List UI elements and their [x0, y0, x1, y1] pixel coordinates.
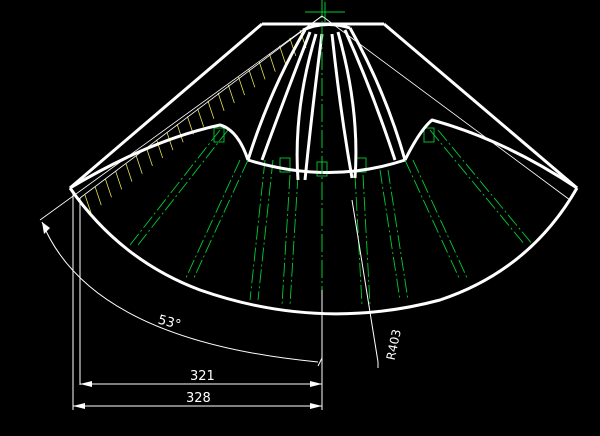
centerline-ray	[129, 129, 221, 246]
blade-7	[343, 29, 397, 161]
middle-arc	[247, 158, 406, 174]
blade-3	[295, 33, 318, 181]
centerline-ray	[429, 129, 526, 246]
blade-2	[260, 31, 312, 161]
width-328-label: 328	[186, 391, 211, 406]
inner-arc-right	[403, 118, 578, 190]
centerline-ray	[412, 159, 469, 281]
hatch-line	[258, 61, 266, 80]
hatch-line	[227, 84, 235, 104]
hatch-line	[248, 69, 256, 88]
hub-arc	[302, 23, 351, 32]
hatch-line	[176, 124, 184, 143]
hatch-line	[289, 37, 297, 56]
hatch-line	[197, 108, 204, 127]
angle-dimension-label: 53°	[156, 313, 182, 333]
blade-8	[348, 27, 407, 161]
slot-marker	[213, 127, 225, 143]
blade-4	[303, 33, 324, 181]
hatch-line	[217, 92, 225, 111]
hatch-line	[125, 163, 133, 182]
hatch-line	[238, 77, 245, 96]
hatch-pattern	[84, 29, 307, 214]
slot-marker	[279, 157, 291, 173]
centerlines	[129, 129, 534, 306]
hatch-line	[84, 194, 92, 214]
centerline-ray	[192, 159, 249, 281]
hatch-line	[146, 147, 153, 166]
dimension-lines	[41, 190, 379, 410]
blade-5	[330, 33, 354, 179]
hatch-line	[207, 100, 215, 119]
radius-leader	[351, 199, 379, 363]
part-outline	[68, 22, 579, 316]
centerline-ray	[404, 159, 461, 281]
blade-6	[336, 31, 358, 179]
outer-arc	[68, 187, 579, 316]
hatch-line	[135, 155, 143, 174]
left-side-edge	[69, 22, 263, 190]
radius-dimension-label: R403	[384, 328, 404, 361]
construction-lines	[39, 15, 571, 221]
blade-1	[246, 29, 307, 161]
angle-arc	[41, 221, 319, 363]
centerline-ray	[137, 129, 229, 246]
inner-arc-left	[69, 123, 250, 190]
centerline-ray	[437, 129, 534, 246]
fan-blades	[246, 27, 407, 181]
hatch-line	[166, 132, 174, 151]
right-side-edge	[383, 22, 578, 190]
slot-marker	[423, 127, 435, 143]
width-321-label: 321	[190, 369, 215, 384]
centerline-ray	[184, 159, 241, 281]
centerline-ray	[257, 159, 274, 301]
hatch-line	[105, 179, 112, 198]
hatch-line	[279, 45, 286, 64]
hatch-line	[268, 53, 276, 72]
centerline-ray	[249, 159, 266, 301]
hatch-line	[94, 187, 102, 206]
hatch-line	[115, 171, 123, 190]
